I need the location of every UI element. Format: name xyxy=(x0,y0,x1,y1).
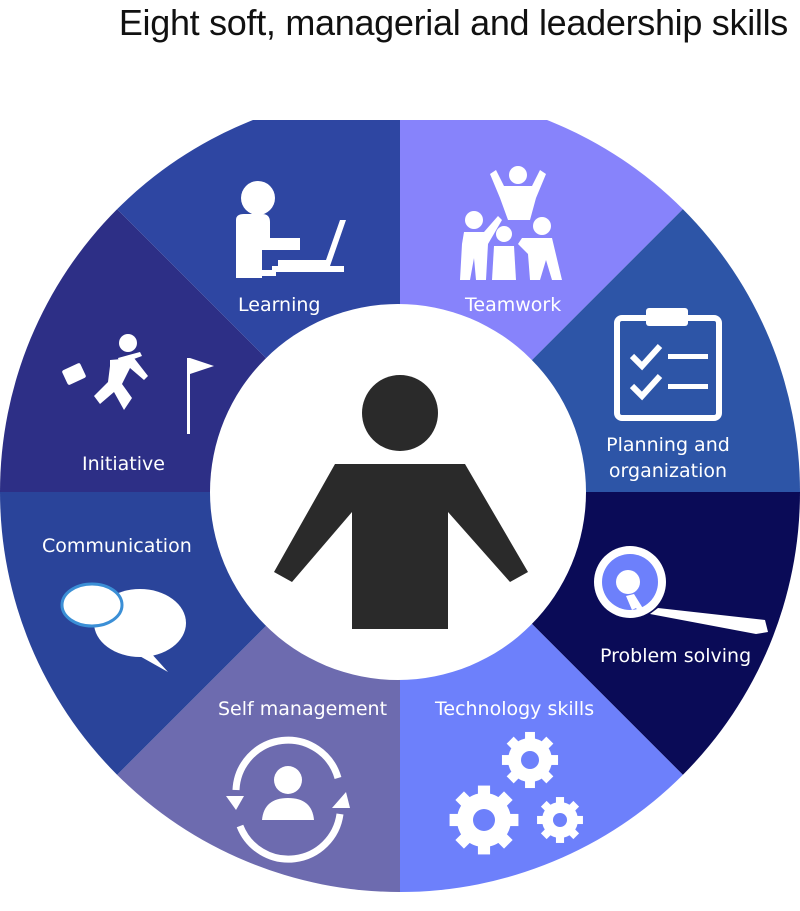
teamwork-icon xyxy=(460,166,562,280)
segment-label-teamwork: Teamwork xyxy=(465,294,562,316)
segment-label-communication: Communication xyxy=(42,535,192,557)
segment-label-initiative: Initiative xyxy=(82,453,165,475)
segment-label-technology-skills: Technology skills xyxy=(435,698,595,720)
segment-label-planning-line2: organization xyxy=(608,460,728,482)
segment-label-problem-solving: Problem solving xyxy=(600,645,752,667)
page-title: Eight soft, managerial and leadership sk… xyxy=(118,2,788,43)
clipboard-checklist-icon xyxy=(614,308,722,421)
person-shrug-icon xyxy=(274,375,528,629)
skills-wheel: Teamwork Planning and organization Probl… xyxy=(0,120,800,911)
segment-label-self-management: Self management xyxy=(218,698,388,720)
gears-icon xyxy=(449,731,583,855)
segment-label-learning: Learning xyxy=(238,294,321,316)
segment-label-planning: Planning and organization xyxy=(603,432,733,484)
segment-label-planning-line1: Planning and xyxy=(606,434,730,456)
person-cycle-icon xyxy=(226,736,350,863)
runner-flag-icon xyxy=(62,334,214,434)
person-laptop-icon xyxy=(236,181,346,278)
magnifier-key-icon xyxy=(594,546,768,634)
speech-bubbles-icon xyxy=(60,582,186,672)
